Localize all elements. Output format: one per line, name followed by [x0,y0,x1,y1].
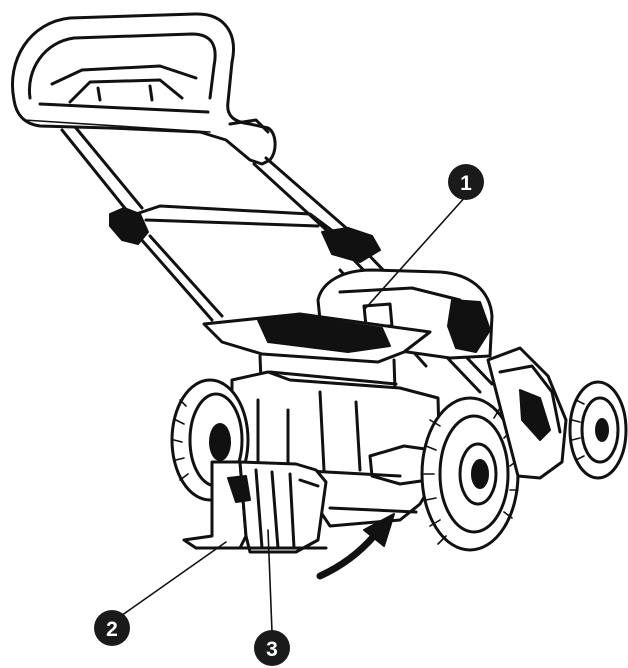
callout-1-circle [448,164,484,200]
callout-3-label: 3 [266,638,278,661]
rear-discharge-chute [182,460,328,554]
callout-2-circle [94,610,130,646]
mower-handle [11,12,277,166]
callout-2-label: 2 [106,618,118,641]
callout-leaders [117,195,467,633]
rear-right-wheel [420,396,520,552]
rear-flap [202,312,432,422]
callout-3: 3 [254,630,290,666]
front-right-body [486,346,568,480]
callout-1: 1 [448,164,484,200]
front-right-wheel [568,380,628,480]
callout-1-label: 1 [460,172,472,195]
callout-3-circle [254,630,290,666]
callout-2: 2 [94,610,130,646]
insertion-arrow [316,513,395,580]
